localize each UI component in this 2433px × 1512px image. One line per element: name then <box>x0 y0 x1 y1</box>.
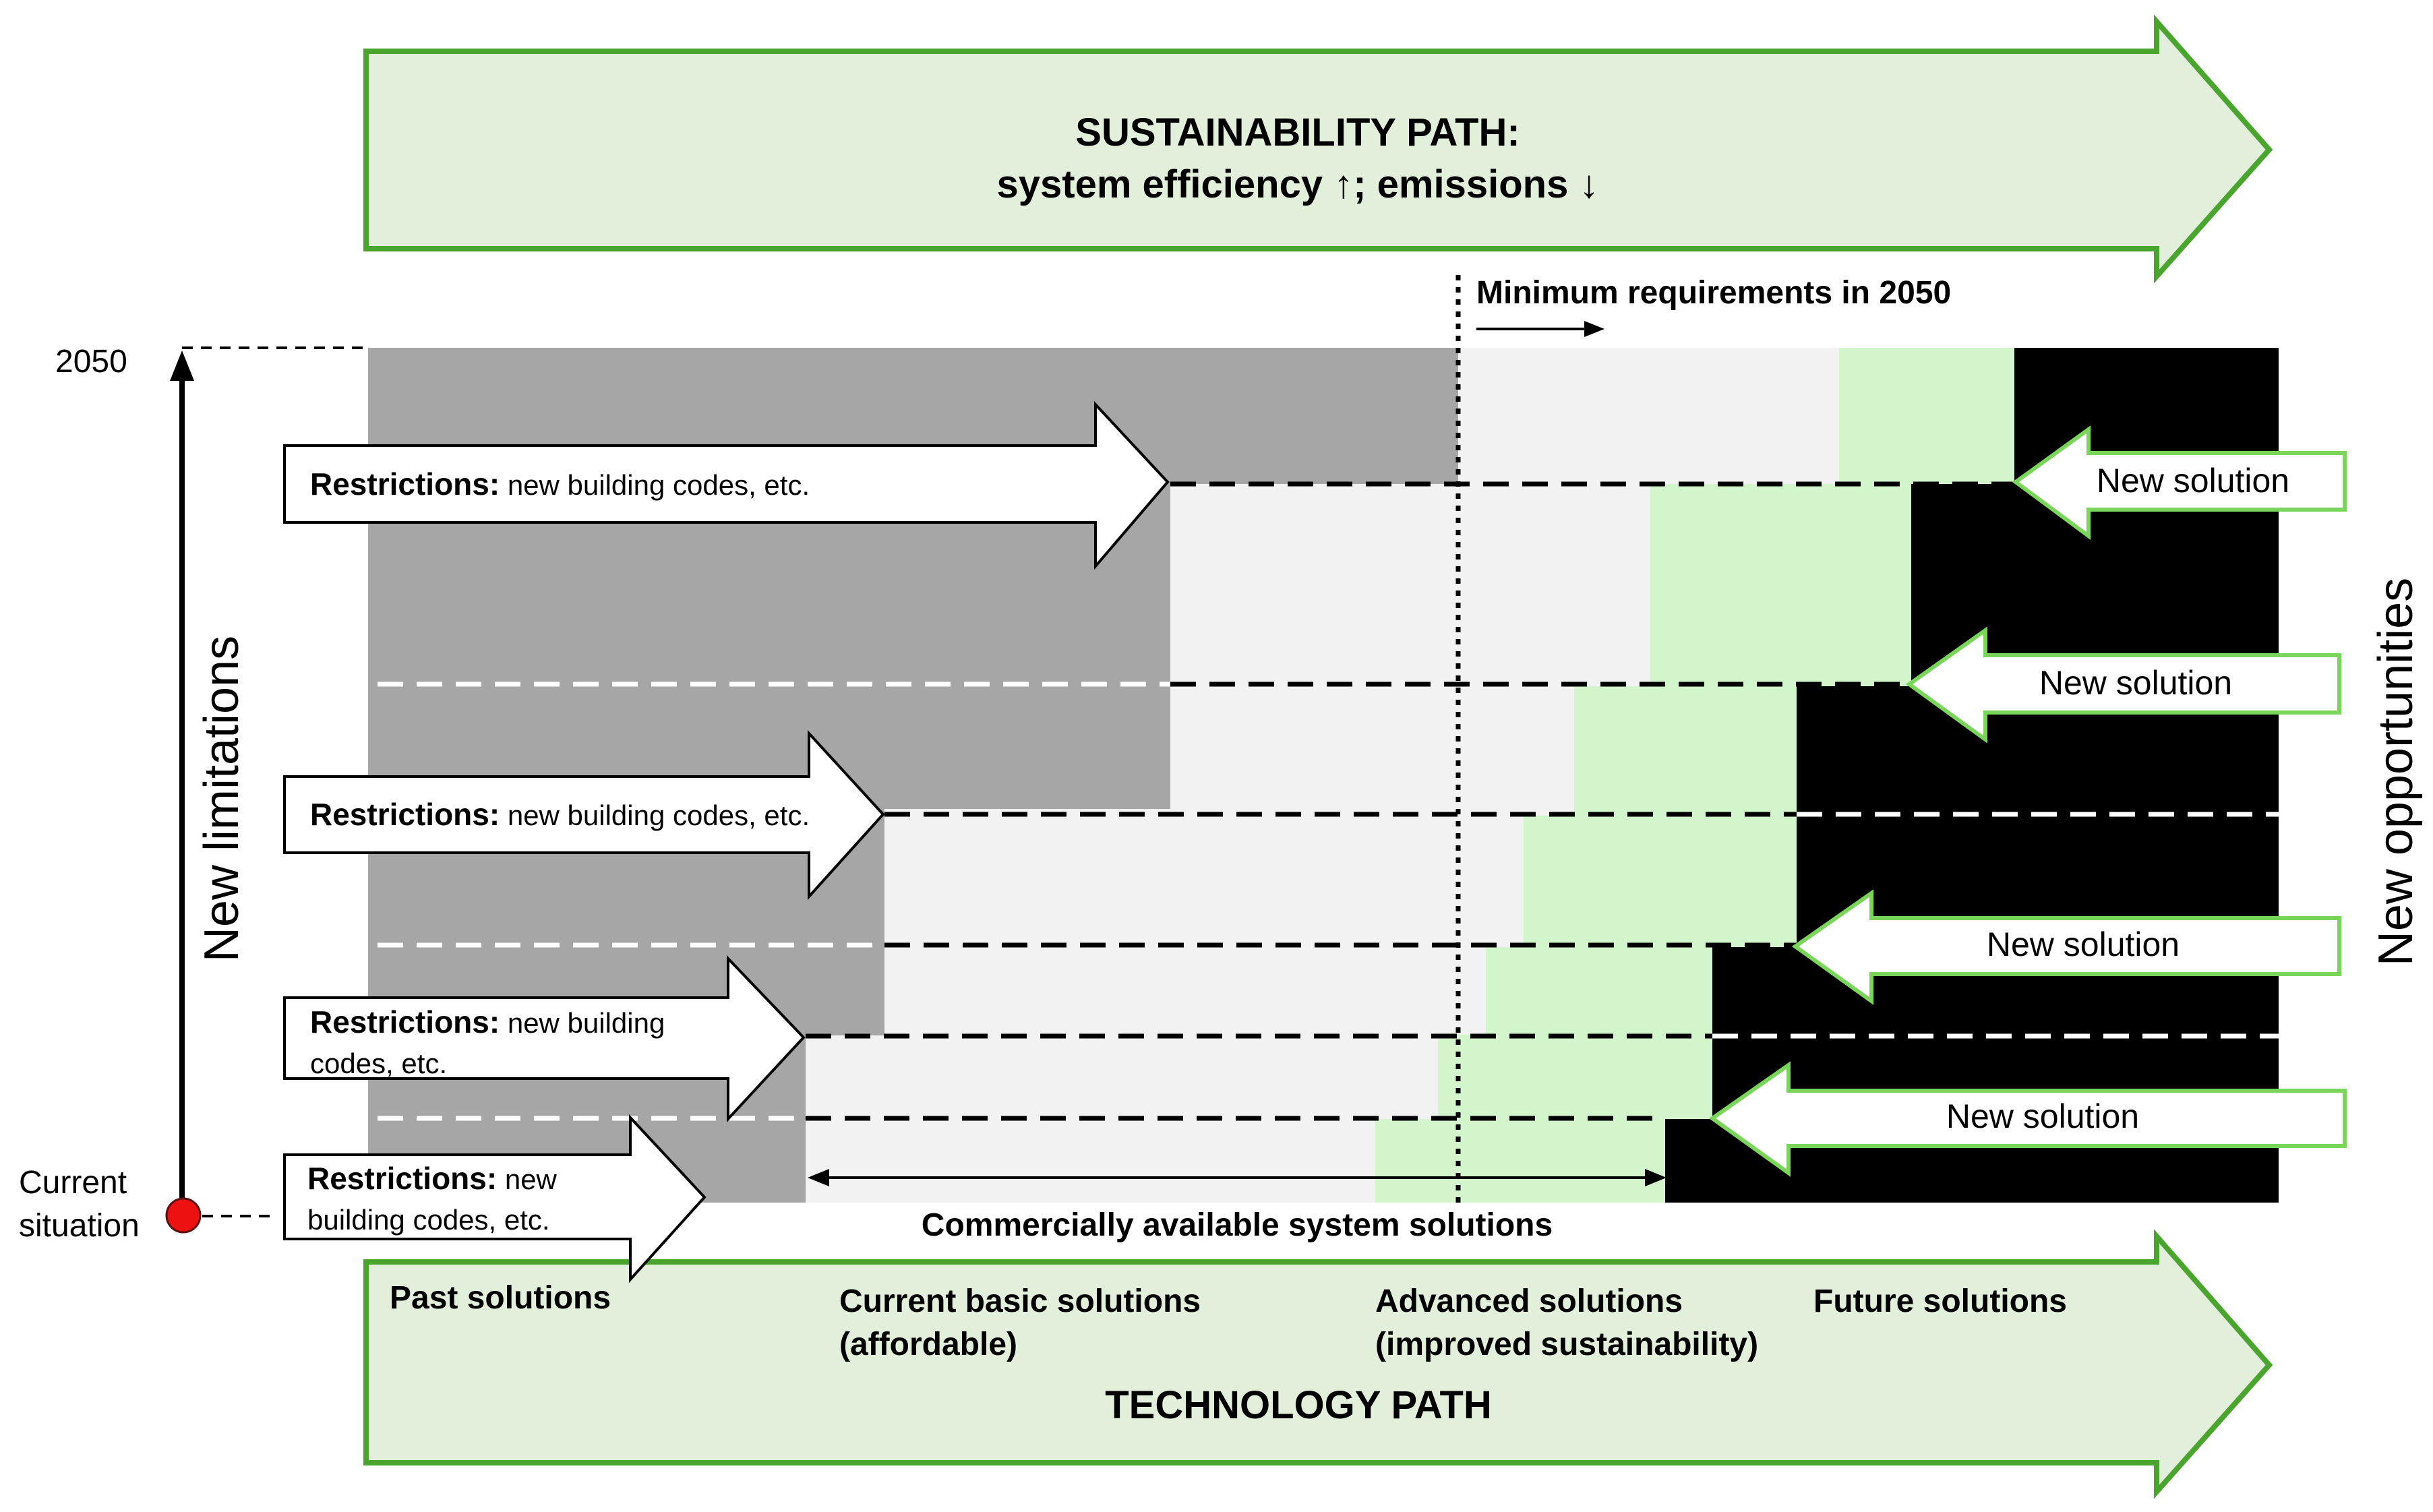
restriction-arrow-4: Restrictions: new building codes, etc. <box>283 1114 707 1283</box>
limitations-axis-arrow-head <box>170 351 194 381</box>
new-solution-arrow-2: New solution <box>1905 626 2341 744</box>
current-solutions-label-1: Current basic solutions <box>839 1283 1201 1319</box>
new-solution-arrow-3: New solution <box>1791 889 2341 1005</box>
restriction-1-text: new building codes, etc. <box>500 469 810 501</box>
new-solution-arrow-1: New solution <box>2012 425 2347 540</box>
future-solutions-label: Future solutions <box>1813 1283 2067 1319</box>
technology-path-arrow <box>363 1229 2273 1499</box>
current-solutions-region <box>806 348 1839 1203</box>
current-solutions-label-2: (affordable) <box>839 1327 1017 1362</box>
new-solution-label-1: New solution <box>2097 462 2289 500</box>
restriction-4-text: new <box>497 1163 557 1195</box>
dashed-threshold-lines <box>182 346 2279 1217</box>
technology-path-title: TECHNOLOGY PATH <box>1105 1383 1492 1427</box>
current-situation-dot <box>165 1197 202 1234</box>
new-opportunities-label: New opportunities <box>2369 578 2423 966</box>
restriction-2-text: new building codes, etc. <box>500 799 810 831</box>
restriction-4-text-2: building codes, etc. <box>307 1204 550 1236</box>
advanced-solutions-label-2: (improved sustainability) <box>1375 1327 1758 1362</box>
minimum-requirements-arrow-head <box>1584 321 1604 337</box>
past-solutions-label: Past solutions <box>390 1280 611 1316</box>
new-limitations-label: New limitations <box>195 636 249 962</box>
advanced-solutions-label-1: Advanced solutions <box>1375 1283 1683 1319</box>
svg-text:Restrictions: new building cod: Restrictions: new building codes, etc. <box>310 466 810 502</box>
year-2050-label: 2050 <box>55 344 127 380</box>
sustainability-path-subtitle: system efficiency ↑; emissions ↓ <box>997 162 1599 206</box>
commercially-available-label: Commercially available system solutions <box>922 1207 1553 1243</box>
svg-text:Restrictions: new: Restrictions: new <box>307 1161 558 1196</box>
new-solution-label-2: New solution <box>2039 664 2232 702</box>
sustainability-path-arrow <box>363 14 2273 284</box>
minimum-requirements-label: Minimum requirements in 2050 <box>1476 275 1951 311</box>
future-solutions-region <box>1665 348 2279 1203</box>
new-solution-label-3: New solution <box>1987 926 2180 963</box>
commercially-available-left-head <box>808 1169 829 1186</box>
restriction-arrow-2: Restrictions: new building codes, etc. <box>283 729 885 901</box>
advanced-solutions-region <box>1375 348 2014 1203</box>
svg-text:Restrictions: new building cod: Restrictions: new building codes, etc. <box>310 797 810 832</box>
restriction-1-bold: Restrictions: <box>310 466 500 502</box>
new-solution-label-4: New solution <box>1946 1097 2139 1135</box>
current-situation-label-2: situation <box>19 1208 140 1244</box>
restriction-3-bold: Restrictions: <box>310 1004 500 1039</box>
svg-text:Restrictions: new building: Restrictions: new building <box>310 1004 665 1039</box>
restriction-2-bold: Restrictions: <box>310 797 500 832</box>
restriction-3-text: new building <box>500 1007 665 1039</box>
sustainability-path-title: SUSTAINABILITY PATH: <box>1075 111 1520 154</box>
past-solutions-region <box>368 348 1458 1203</box>
current-situation-label-1: Current <box>19 1165 127 1201</box>
new-solution-arrow-4: New solution <box>1708 1061 2347 1177</box>
commercially-available-right-head <box>1645 1169 1666 1186</box>
restriction-arrow-1: Restrictions: new building codes, etc. <box>283 400 1170 570</box>
restriction-3-text-2: codes, etc. <box>310 1048 447 1079</box>
restriction-arrow-3: Restrictions: new building codes, etc. <box>283 955 806 1123</box>
restriction-4-bold: Restrictions: <box>307 1161 497 1196</box>
